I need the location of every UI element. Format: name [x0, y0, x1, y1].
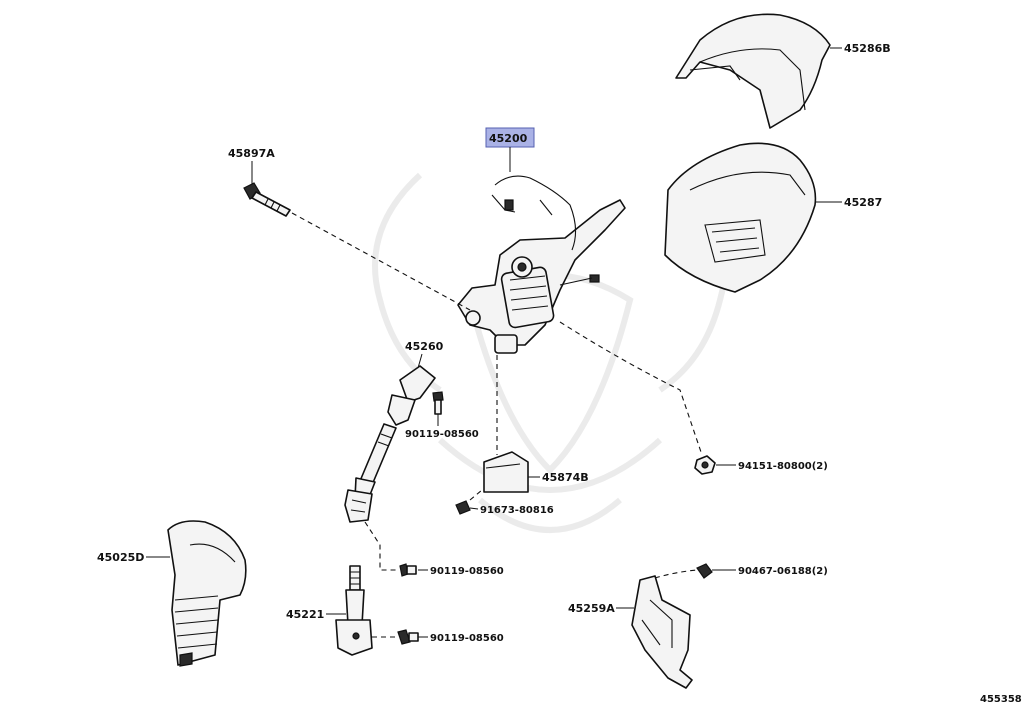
label-45260[interactable]: 45260 [405, 340, 444, 353]
label-90119-lower[interactable]: 90119-08560 [430, 633, 504, 644]
label-45221[interactable]: 45221 [286, 608, 324, 621]
sliding-yoke[interactable] [335, 565, 373, 656]
steering-column-assembly[interactable] [457, 175, 626, 354]
figure-number: 455358 [980, 694, 1022, 705]
label-45286B[interactable]: 45286B [844, 42, 891, 55]
label-90119-middle[interactable]: 90119-08560 [430, 566, 504, 577]
bolt-90119-lower[interactable] [397, 629, 419, 645]
nut-94151[interactable] [694, 455, 716, 475]
upper-column-cover[interactable] [675, 13, 831, 129]
label-45259A[interactable]: 45259A [568, 602, 615, 615]
bracket-45259A[interactable] [631, 575, 693, 689]
column-hole-cover[interactable] [167, 520, 247, 667]
label-45200[interactable]: 45200 [489, 132, 528, 145]
label-94151[interactable]: 94151-80800(2) [738, 461, 828, 472]
bolt-90119-middle[interactable] [399, 563, 417, 577]
bolt-90119-upper[interactable] [432, 391, 444, 415]
bolt-45897A[interactable] [243, 182, 291, 217]
label-90467[interactable]: 90467-06188(2) [738, 566, 828, 577]
lower-column-cover[interactable] [664, 142, 817, 293]
label-91673[interactable]: 91673-80816 [480, 505, 554, 516]
label-45287[interactable]: 45287 [844, 196, 882, 209]
bolt-91673[interactable] [455, 500, 479, 515]
label-45025D[interactable]: 45025D [97, 551, 144, 564]
intermediate-shaft[interactable] [344, 365, 436, 523]
label-90119-upper[interactable]: 90119-08560 [405, 429, 479, 440]
label-45874B[interactable]: 45874B [542, 471, 589, 484]
clip-90467[interactable] [696, 563, 713, 579]
bracket-45874B[interactable] [483, 451, 529, 493]
label-45897A[interactable]: 45897A [228, 147, 275, 160]
